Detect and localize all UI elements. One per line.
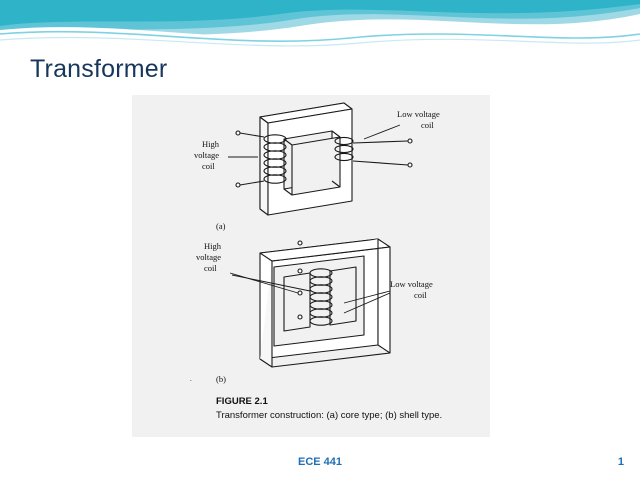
panel-b-low-voltage-label-line1: Low voltage (390, 279, 433, 289)
figure-image: High voltage coil Low voltage coil (a) (132, 95, 490, 437)
panel-a-high-voltage-winding (235, 130, 287, 188)
panel-b-tickmark: . (190, 375, 192, 383)
panel-b-tag: (b) (216, 374, 226, 384)
panel-a-low-voltage-winding (334, 136, 413, 168)
panel-b-high-voltage-label-line2: voltage (196, 252, 221, 262)
panel-b-low-voltage-label-line2: coil (414, 290, 427, 300)
header-wave-graphic (0, 0, 640, 52)
panel-a-core-type (259, 102, 353, 216)
panel-b-center-winding (297, 240, 333, 326)
transformer-construction-diagram: High voltage coil Low voltage coil (a) (132, 95, 490, 437)
panel-b-high-voltage-label-line1: High (204, 241, 222, 251)
panel-a-low-voltage-label-line1: Low voltage (397, 109, 440, 119)
panel-b-high-voltage-label-line3: coil (204, 263, 217, 273)
panel-a-tag: (a) (216, 221, 226, 231)
panel-a-leader-lines (228, 124, 401, 158)
header-decoration-band (0, 0, 640, 52)
page-number: 1 (617, 456, 624, 468)
panel-b-shell-type (259, 238, 391, 368)
panel-a-high-voltage-label-line3: coil (202, 161, 215, 171)
panel-a-high-voltage-label-line1: High (202, 139, 220, 149)
figure-caption-text: Transformer construction: (a) core type;… (216, 410, 442, 421)
panel-a-high-voltage-label-line2: voltage (194, 150, 219, 160)
panel-a-low-voltage-label-line2: coil (421, 120, 434, 130)
panel-b-leader-lines (229, 272, 391, 314)
figure-caption-label: FIGURE 2.1 (216, 396, 268, 407)
footer-label: ECE 441 (297, 456, 343, 468)
page-title: Transformer (30, 55, 168, 83)
